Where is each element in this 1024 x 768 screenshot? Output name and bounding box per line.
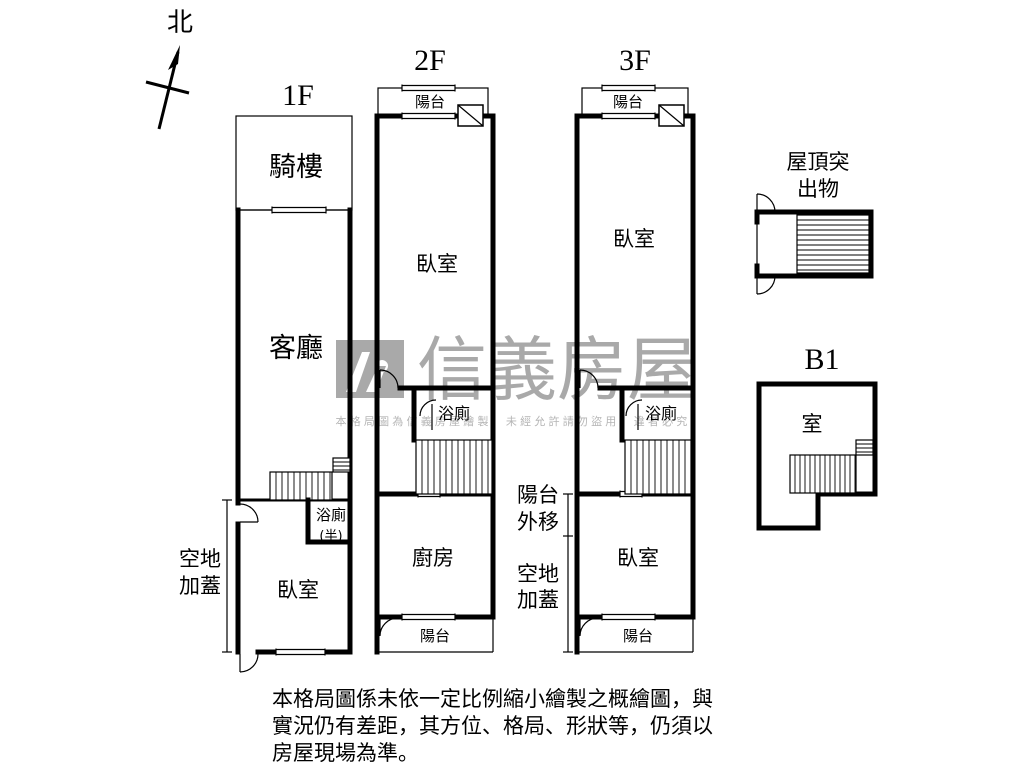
stairs-2f	[415, 439, 493, 495]
water-heater-2f-diagonal	[457, 104, 484, 127]
watermark-brand: 信義房屋	[417, 329, 697, 411]
rooftop-label-line2: 出物	[797, 177, 839, 201]
room-3f-bedroom-top: 臥室	[613, 227, 655, 251]
floor-1f: 1F 騎樓 客廳 浴廁 (半) 臥室 空地 加蓋	[179, 79, 353, 673]
room-2f-bedroom: 臥室	[416, 252, 458, 276]
floor-2f: 2F 陽台 臥室 浴廁 廚房 陽台	[374, 44, 496, 655]
room-2f-kitchen: 廚房	[412, 546, 454, 570]
door-2f-bath	[419, 399, 437, 430]
room-3f-bath: 浴廁	[645, 404, 677, 423]
annotation-added: 加蓋	[517, 588, 559, 612]
annotation-1f-empty-lot: 空地	[179, 547, 221, 571]
room-living: 客廳	[269, 333, 323, 364]
door-3f-bath	[625, 399, 643, 430]
window-1f-front	[271, 206, 327, 214]
door-1f-interior	[239, 503, 259, 523]
stairs-rooftop	[796, 214, 870, 274]
watermark: 信義房屋 本格局圖為信義房屋繪製，未經允許請勿盜用，違者必究	[336, 329, 698, 428]
opening-fill	[402, 613, 455, 621]
window-3f-top	[601, 112, 656, 120]
room-arcade: 騎樓	[269, 152, 323, 183]
window-3f-balcony	[601, 84, 656, 92]
annotation-balcony: 陽台	[517, 483, 559, 507]
room-1f-bath: 浴廁	[316, 506, 346, 524]
watermark-notice: 本格局圖為信義房屋繪製，未經允許請勿盜用，違者必究	[336, 414, 691, 428]
rooftop-door-top	[756, 193, 776, 213]
room-3f-balcony-top: 陽台	[613, 93, 643, 111]
floor-b1-label: B1	[804, 343, 839, 376]
door-2f-bedroom	[379, 369, 399, 389]
stairs-b1-landing	[855, 439, 874, 456]
room-3f-bedroom-bottom: 臥室	[617, 546, 659, 570]
door-3f-balcony	[579, 617, 599, 637]
room-2f-balcony-bottom: 陽台	[420, 627, 450, 645]
floor-3f-label: 3F	[619, 44, 651, 77]
floor-b1: B1 室	[756, 343, 878, 531]
window-3f-bottom	[601, 613, 656, 621]
annotation-empty-lot: 空地	[517, 562, 559, 586]
north-compass: 北	[145, 8, 193, 130]
dimension-2f-3f: 陽台 外移 空地 加蓋	[517, 483, 573, 653]
opening-fill	[602, 112, 655, 120]
room-2f-bath: 浴廁	[438, 404, 470, 423]
stairs-3f	[624, 439, 692, 495]
disclaimer-note: 本格局圖係未依一定比例縮小繪製之概繪圖，與 實況仍有差距，其方位、格局、形狀等，…	[272, 687, 713, 765]
floor-2f-label: 2F	[414, 44, 446, 77]
floor-1f-label: 1F	[282, 79, 314, 112]
rooftop-label-line1: 屋頂突	[787, 150, 850, 174]
stairs-1f-landing	[332, 457, 351, 473]
door-1f-exterior	[239, 653, 259, 673]
north-label: 北	[167, 8, 193, 38]
water-heater-3f-diagonal	[658, 104, 685, 127]
note-line-1: 本格局圖係未依一定比例縮小繪製之概繪圖，與	[272, 687, 713, 711]
room-2f-balcony-top: 陽台	[415, 93, 445, 111]
door-2f-balcony	[379, 617, 399, 637]
opening-fill	[276, 648, 325, 656]
room-b1: 室	[802, 412, 823, 436]
rooftop-door-bottom	[756, 275, 776, 295]
opening-fill	[602, 613, 655, 621]
opening-fill	[602, 84, 655, 92]
compass-crossbar	[145, 80, 190, 95]
opening-fill	[402, 112, 455, 120]
window-2f-balcony	[401, 84, 456, 92]
opening-fill	[402, 84, 455, 92]
opening-fill	[272, 206, 326, 214]
floor-3f: 3F 陽台 臥室 浴廁 臥室 陽台	[574, 44, 696, 655]
dimension-1f-side	[222, 499, 232, 653]
door-3f-bedroom	[579, 369, 599, 389]
room-3f-balcony-bottom: 陽台	[623, 627, 653, 645]
b1-walls	[756, 381, 878, 531]
room-1f-bedroom: 臥室	[277, 578, 319, 602]
annotation-1f-added: 加蓋	[179, 574, 221, 598]
rooftop-structure: 屋頂突 出物	[754, 150, 874, 295]
note-line-2: 實況仍有差距，其方位、格局、形狀等，仍須以	[272, 714, 713, 738]
stairs-1f	[269, 471, 333, 501]
window-2f-top	[401, 112, 456, 120]
rooftop-walls	[754, 209, 874, 279]
room-1f-bath-note: (半)	[319, 529, 342, 544]
window-1f-back	[275, 648, 326, 656]
compass-arrow-head	[168, 45, 180, 70]
note-line-3: 房屋現場為準。	[272, 741, 419, 765]
window-2f-bottom	[401, 613, 456, 621]
annotation-moved-out: 外移	[517, 510, 559, 534]
